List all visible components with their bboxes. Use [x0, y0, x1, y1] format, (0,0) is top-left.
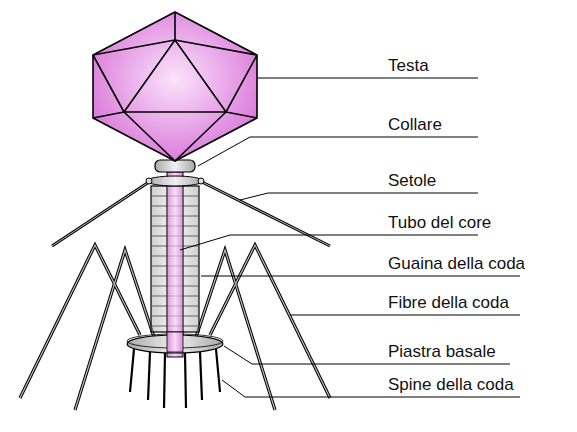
tail-spines [130, 349, 220, 408]
collar [155, 160, 195, 172]
capsid-head [93, 12, 257, 161]
bristle-plate [147, 176, 203, 186]
tail-sheath [151, 186, 199, 332]
part-label: Collare [388, 115, 442, 135]
core-tube [167, 172, 183, 357]
base-plate [127, 332, 223, 353]
part-label: Fibre della coda [388, 293, 509, 313]
part-label: Testa [388, 56, 429, 76]
leader-lines [180, 78, 520, 397]
part-label: Piastra basale [388, 342, 496, 362]
part-label: Guaina della coda [388, 254, 525, 274]
part-label: Tubo del core [388, 213, 491, 233]
part-label: Spine della coda [388, 375, 514, 395]
part-label: Setole [388, 171, 436, 191]
